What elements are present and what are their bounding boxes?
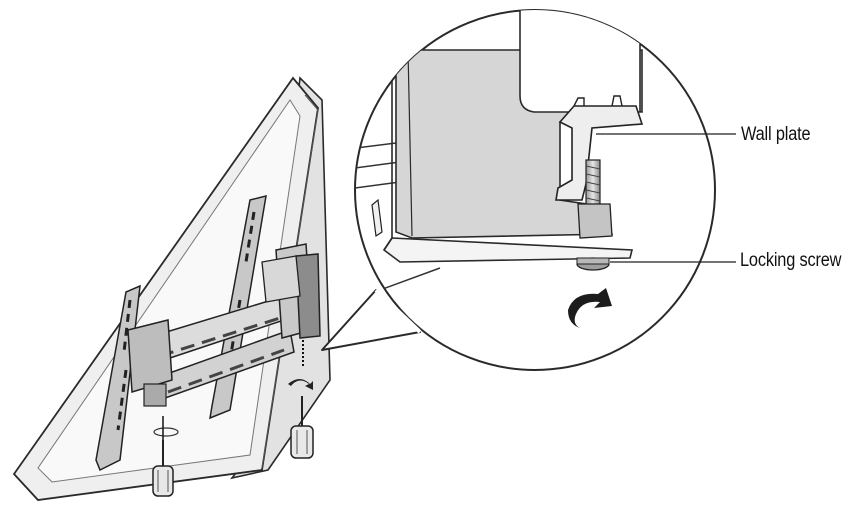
detail-callout bbox=[321, 9, 716, 371]
locking-screw-label: Locking screw bbox=[740, 250, 842, 271]
screwdriver-icon bbox=[290, 396, 314, 459]
screwdriver-icon bbox=[152, 440, 174, 497]
tv-bracket bbox=[95, 194, 321, 472]
rotate-arrow-icon bbox=[568, 288, 612, 328]
screw-icon bbox=[153, 416, 179, 440]
wall-plate-label: Wall plate bbox=[741, 124, 811, 145]
rotate-arrow-icon bbox=[288, 379, 313, 390]
